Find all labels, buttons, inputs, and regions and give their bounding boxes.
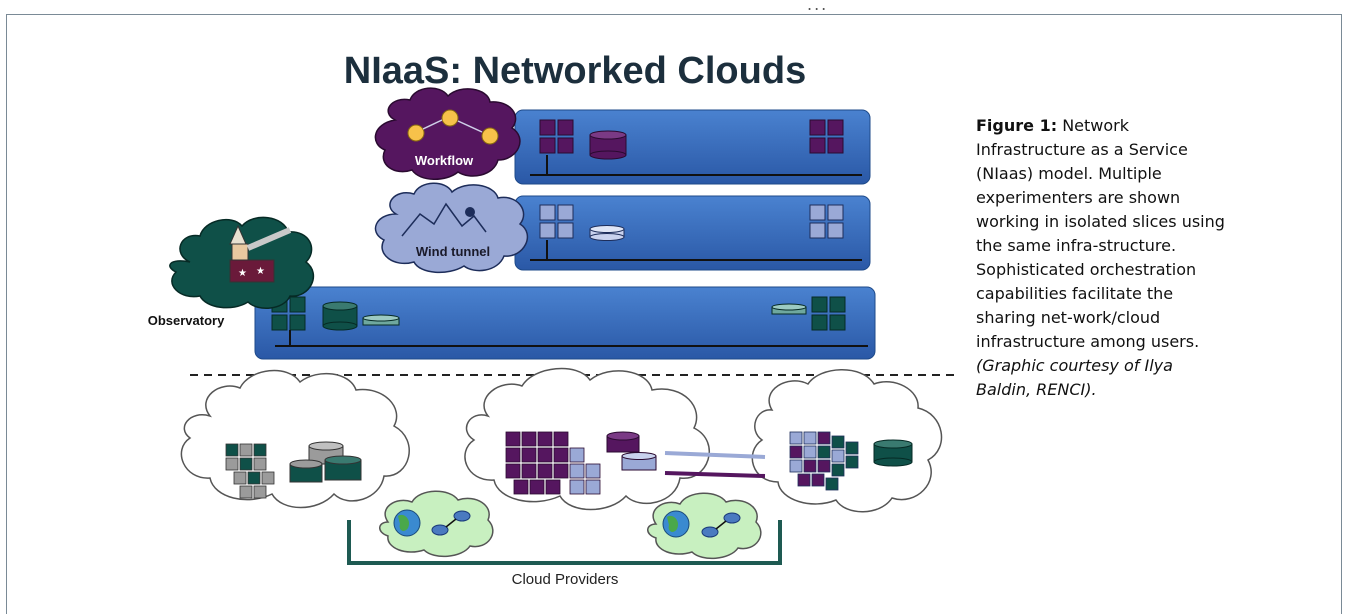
compute-node-icon [225, 443, 275, 499]
caption-text: Network Infrastructure as a Service (NIa… [976, 116, 1225, 351]
slice-band-workflow [514, 109, 871, 185]
provider-cloud-center [464, 367, 710, 511]
network-cloud-right [647, 492, 762, 560]
inter-cloud-links [664, 451, 766, 478]
workflow-label: Workflow [415, 153, 474, 168]
cut-off-header: ... [807, 3, 1327, 15]
storage-cylinder-icon [322, 301, 807, 331]
storage-cylinder-icon [589, 225, 625, 241]
cloud-providers-label: Cloud Providers [512, 571, 619, 588]
network-router-icon [431, 510, 471, 536]
caption-credit: (Graphic courtesy of Ilya Baldin, RENCI)… [976, 356, 1173, 399]
figure-caption: Figure 1: Network Infrastructure as a Se… [976, 114, 1226, 402]
niaas-diagram: NIaaS: Networked Clouds [148, 50, 955, 588]
windtunnel-label: Wind tunnel [416, 244, 490, 259]
compute-node-icon [505, 431, 601, 495]
network-cloud-left [379, 490, 494, 558]
provider-cloud-left [180, 369, 410, 509]
slice-band-windtunnel [514, 195, 871, 271]
diagram-title: NIaaS: Networked Clouds [344, 50, 806, 92]
storage-cylinder-icon [289, 441, 362, 483]
storage-cylinder-icon [606, 431, 657, 471]
storage-cylinder-icon [589, 130, 627, 160]
telescope-astronomer-icon: ★ ★ [229, 224, 292, 283]
provider-cloud-right [751, 369, 943, 513]
svg-text:★: ★ [256, 266, 265, 277]
observatory-cloud: ★ ★ Observatory [148, 216, 315, 328]
compute-node-icon [539, 204, 844, 239]
header-fragment: ... [807, 3, 829, 14]
caption-label: Figure 1: [976, 116, 1058, 135]
workflow-cloud: Workflow [374, 87, 521, 180]
windtunnel-cloud: Wind tunnel [374, 182, 529, 274]
storage-cylinder-icon [873, 439, 913, 467]
svg-text:★: ★ [238, 268, 247, 279]
compute-node-icon [539, 119, 844, 154]
observatory-label: Observatory [148, 313, 225, 328]
compute-node-icon [789, 431, 859, 491]
page-frame: ... [6, 3, 1342, 614]
slice-band-observatory [254, 286, 876, 360]
network-router-icon [701, 512, 741, 538]
provider-bracket [347, 520, 782, 565]
